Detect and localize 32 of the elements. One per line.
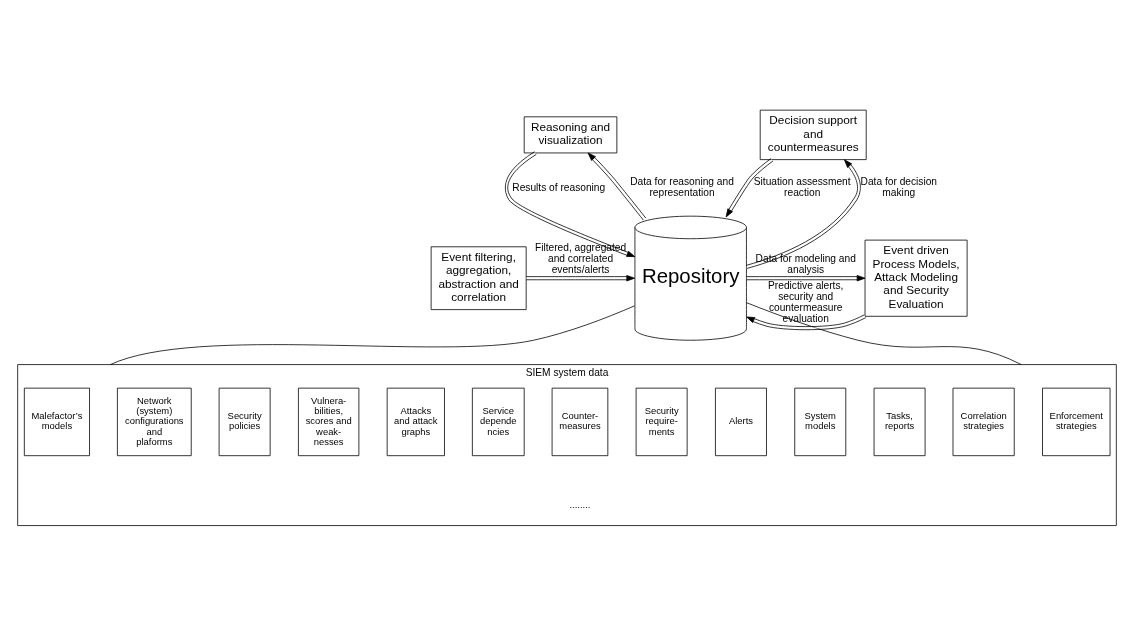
node-box: Event filtering, aggregation, abstraction and correlation (430, 245, 527, 310)
node-box: Security policies (218, 387, 271, 456)
connector (109, 304, 635, 365)
node-box: Vulnera- bilities, scores and weak- nesses (298, 387, 360, 456)
edge-label: Results of reasoning (512, 181, 606, 193)
edge-label: Data for decision making (860, 175, 938, 198)
node-box: Tasks, reports (873, 387, 926, 456)
arrow (505, 150, 636, 257)
node-box: Enforcement strategies (1042, 387, 1111, 456)
node-box: System models (794, 387, 847, 456)
node-box: Network (system) configurations and plaforms (117, 387, 192, 456)
arrow (525, 274, 635, 281)
node-box: Malefactor’s models (23, 387, 90, 456)
node-box: Reasoning and visualization (523, 115, 618, 153)
node-box: Service depende ncies (471, 387, 525, 456)
arrow (746, 313, 867, 330)
node-box: Decision support and countermeasures (759, 109, 867, 160)
edge-label: Data for reasoning and representation (630, 175, 734, 198)
edge-label: Predictive alerts, security and countermeasure evaluation (768, 279, 844, 324)
edge-label: Situation assessment reaction (753, 175, 851, 198)
label: ........ (569, 498, 591, 510)
arrow (746, 274, 866, 281)
node-box: Correlation strategies (952, 387, 1015, 456)
arrow (745, 158, 861, 269)
connector (746, 301, 1022, 365)
node-box: Security require- ments (635, 387, 688, 456)
arrow (725, 157, 774, 217)
node-box: Attacks and attack graphs (386, 387, 445, 456)
arrow (587, 152, 647, 221)
node-box: Event driven Process Models, Attack Modeling and Security Evaluation (864, 239, 968, 317)
node-box: Counter- measures (551, 387, 609, 456)
node-box: Alerts (715, 387, 767, 456)
